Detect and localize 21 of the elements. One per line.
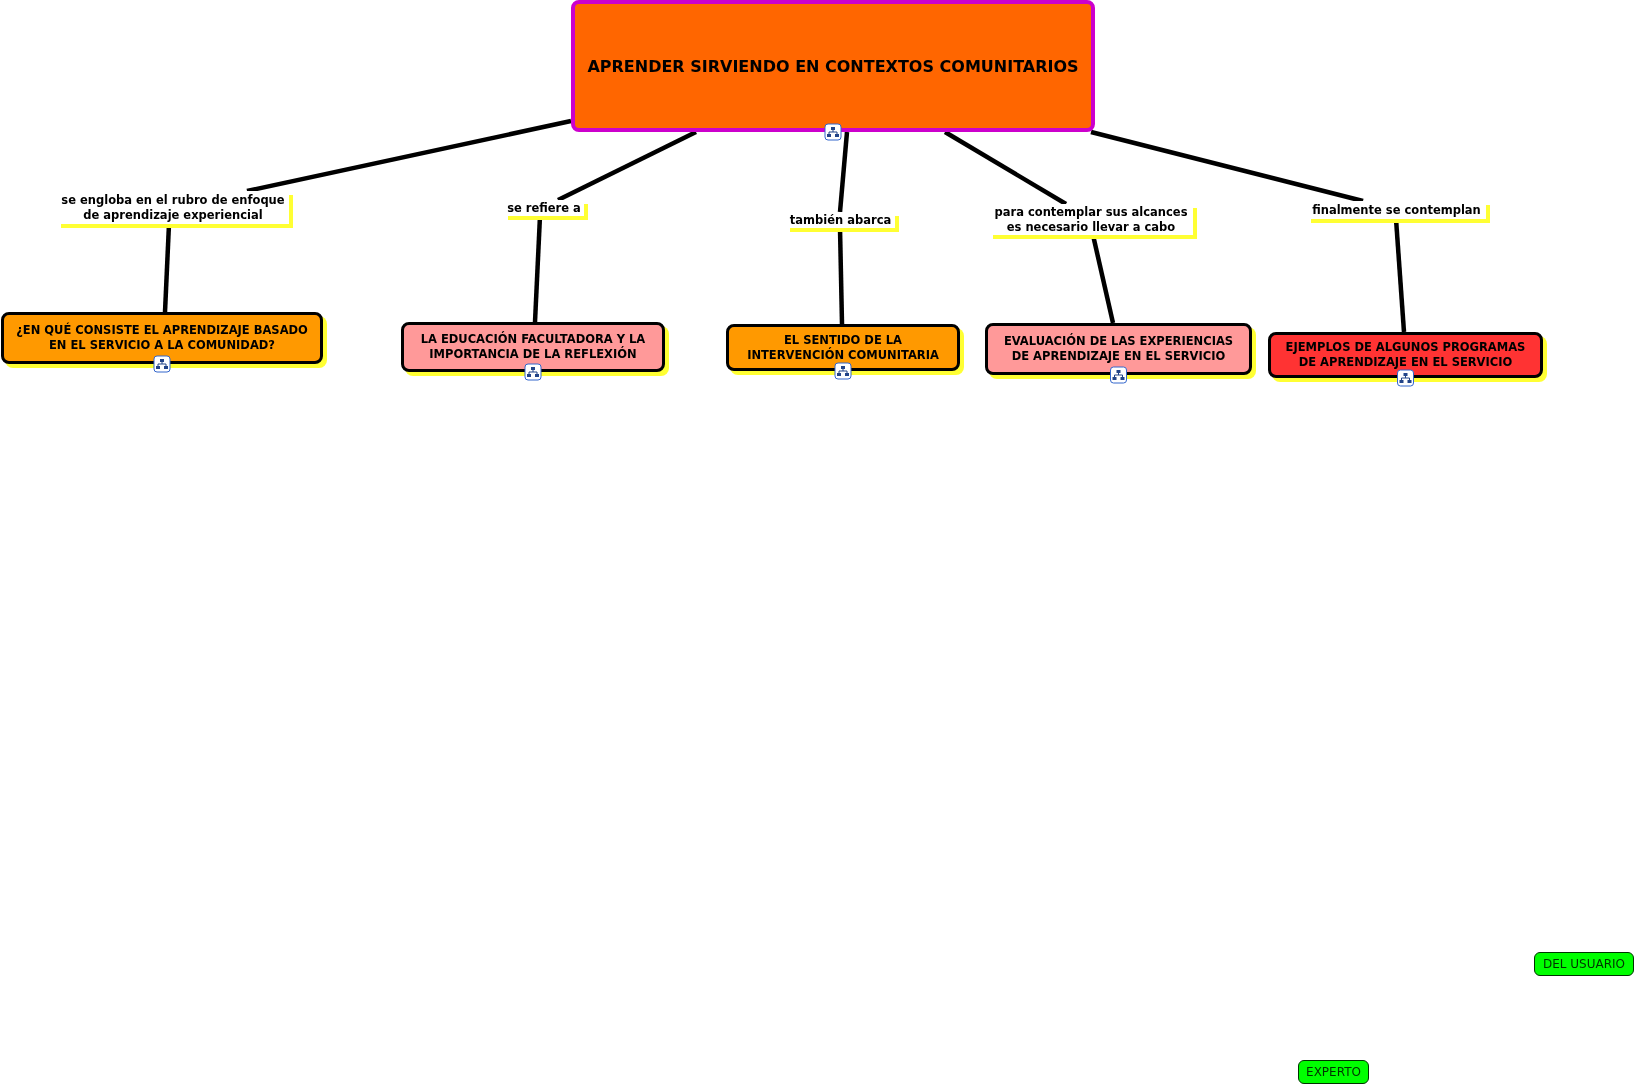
node-label: APRENDER SIRVIENDO EN CONTEXTOS COMUNITARIOS <box>587 56 1079 76</box>
connector-line <box>837 131 850 213</box>
linking-phrase: se refiere a <box>507 200 581 216</box>
linking-phrase: finalmente se contemplan <box>1312 202 1481 218</box>
node-label: EL SENTIDO DE LA INTERVENCIÓN COMUNITARIA <box>746 332 940 363</box>
main-topic-box <box>571 0 1095 132</box>
node-label: LA EDUCACIÓN FACULTADORA Y LA IMPORTANCIA DE LA REFLEXIÓN <box>419 332 647 362</box>
node-label: EVALUACIÓN DE LAS EXPERIENCIAS DE APRENDIZAJE EN EL SERVICIO <box>1002 334 1235 364</box>
connector-line <box>1090 129 1364 204</box>
concept-box <box>1298 1060 1369 1084</box>
node-label: DEL USUARIO <box>1542 957 1625 971</box>
node-label: ¿EN QUÉ CONSISTE EL APRENDIZAJE BASADO EN EL SERVICIO A LA COMUNIDAD? <box>16 323 308 353</box>
node-label: EXPERTO <box>1306 1065 1361 1079</box>
node-label: EJEMPLOS DE ALGUNOS PROGRAMAS DE APRENDIZAJE EN EL SERVICIO <box>1284 340 1527 370</box>
concept-box <box>1534 952 1634 976</box>
connector-line <box>557 130 697 202</box>
connector-line <box>246 118 572 194</box>
linking-phrase: también abarca <box>789 212 892 228</box>
linking-phrase: se engloba en el rubro de enfoque de aprendizaje experiencial <box>60 193 286 222</box>
linking-phrase: para contemplar sus alcances es necesario llevar a cabo <box>993 205 1189 234</box>
connector-line <box>943 130 1068 206</box>
